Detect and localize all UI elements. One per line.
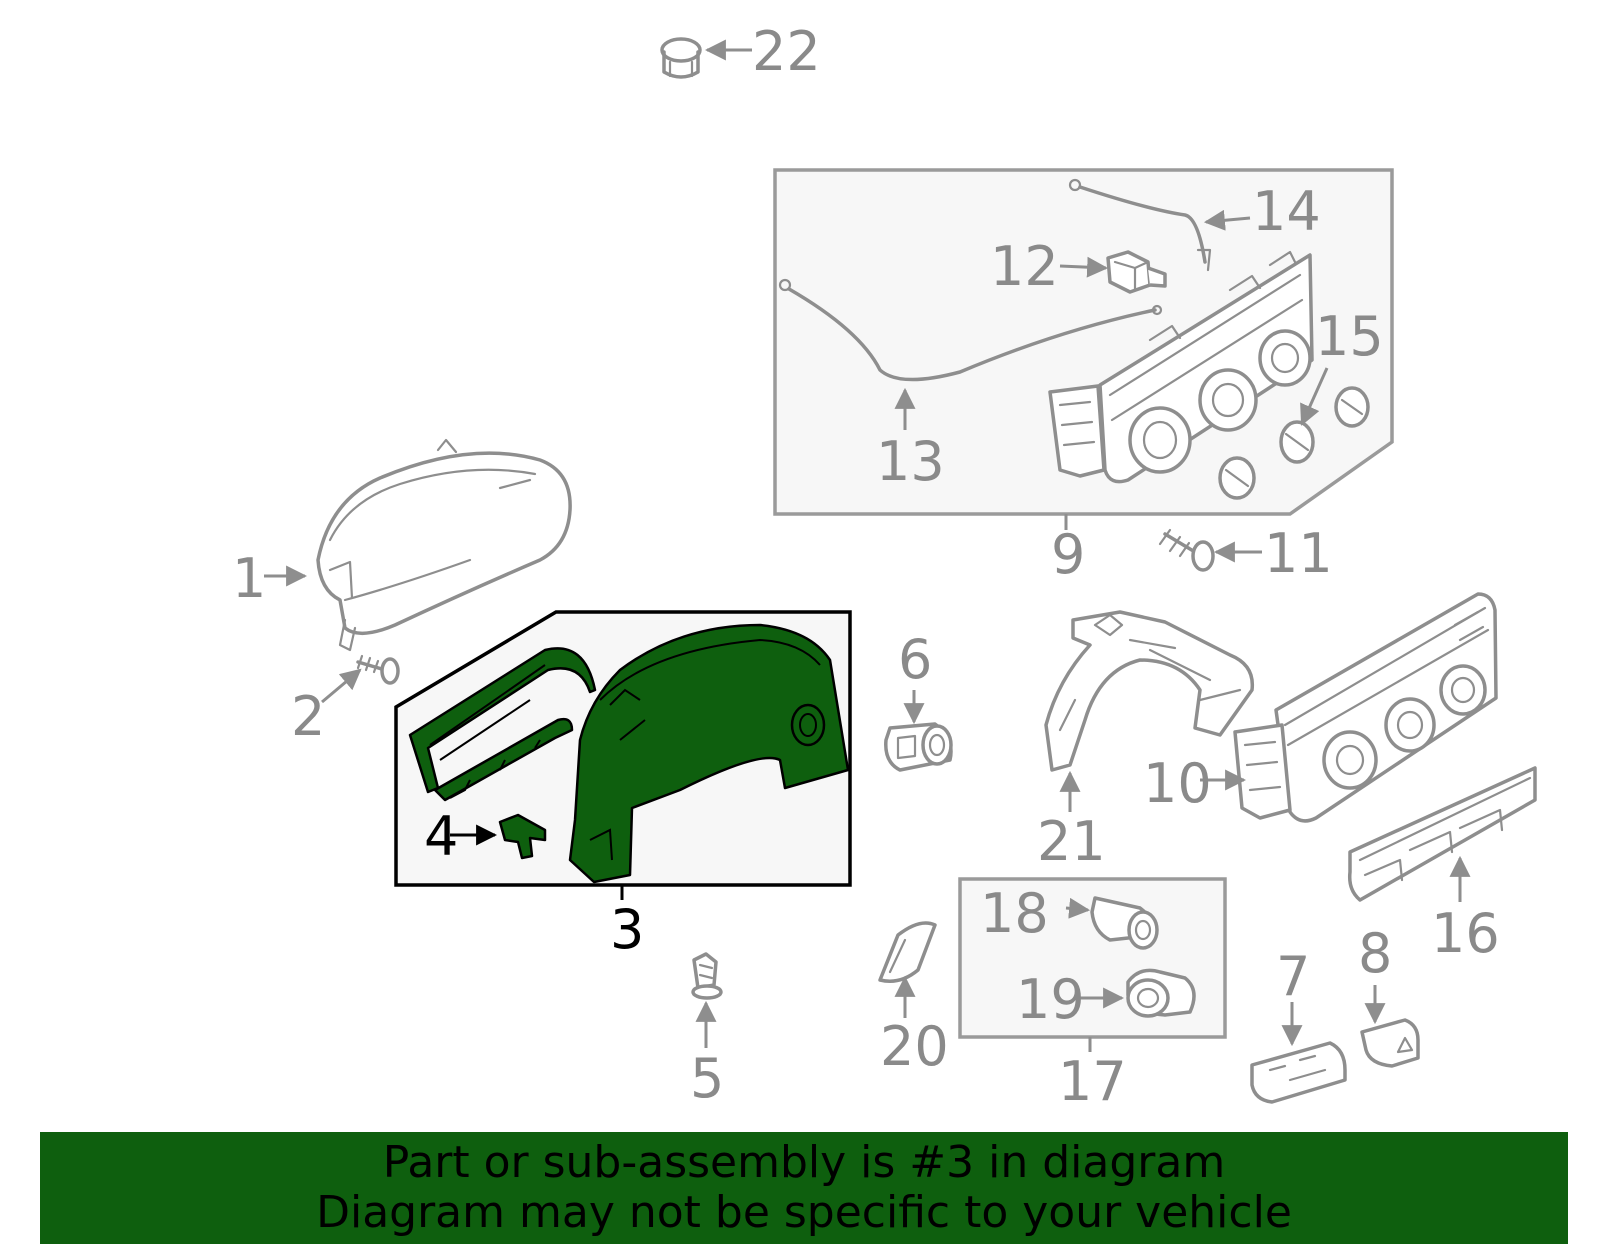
callout-7: 7: [1276, 945, 1310, 1008]
part-3-trim-upper[interactable]: [408, 647, 597, 794]
part-10-climate-control-module[interactable]: [1233, 592, 1498, 823]
callout-3: 3: [610, 898, 644, 961]
callout-4: 4: [424, 805, 458, 868]
arrow-14: [1203, 209, 1251, 231]
part-16-switch-panel[interactable]: [1347, 766, 1537, 902]
part-22-grommet[interactable]: [660, 37, 702, 79]
climate-control-panel[interactable]: [1048, 250, 1314, 484]
callout-9: 9: [1051, 523, 1085, 586]
part-21-bracket[interactable]: [1044, 610, 1255, 772]
callout-6: 6: [898, 628, 932, 691]
arrow-15: [1300, 367, 1329, 426]
info-banner: Part or sub-assembly is #3 in diagram Di…: [40, 1132, 1568, 1244]
part-13-cable[interactable]: [778, 278, 1163, 382]
banner-line-part-info: Part or sub-assembly is #3 in diagram: [382, 1137, 1226, 1188]
arrow-12: [1059, 256, 1109, 278]
part-8-hazard-switch[interactable]: [1360, 1018, 1420, 1068]
callout-17: 17: [1058, 1050, 1127, 1113]
callout-11: 11: [1264, 522, 1333, 585]
callout-2: 2: [291, 685, 325, 748]
callout-13: 13: [876, 430, 945, 493]
part-20-cover[interactable]: [878, 921, 937, 983]
callout-19: 19: [1016, 968, 1085, 1031]
callout-14: 14: [1252, 180, 1321, 243]
callout-20: 20: [880, 1015, 949, 1078]
part-11-screw[interactable]: [1158, 528, 1215, 572]
callout-21: 21: [1037, 810, 1106, 873]
arrow-2: [321, 668, 362, 704]
part-19-outlet-cover[interactable]: [1126, 968, 1196, 1018]
part-6-switch[interactable]: [884, 722, 953, 772]
part-14-cable[interactable]: [1068, 178, 1212, 272]
callout-12: 12: [990, 235, 1059, 298]
part-12-sensor[interactable]: [1106, 250, 1167, 294]
banner-line-disclaimer: Diagram may not be specific to your vehi…: [316, 1187, 1292, 1238]
part-3-cluster-bezel[interactable]: [568, 623, 850, 884]
callout-10: 10: [1143, 752, 1212, 815]
part-5-push-pin[interactable]: [691, 952, 723, 1000]
part-2-screw[interactable]: [356, 654, 400, 685]
callout-15: 15: [1315, 305, 1384, 368]
arrow-18: [1065, 897, 1091, 919]
part-18-power-socket[interactable]: [1090, 896, 1159, 950]
part-7-switch[interactable]: [1250, 1041, 1347, 1104]
callout-18: 18: [980, 882, 1049, 945]
part-1-instrument-cluster[interactable]: [316, 438, 572, 652]
callout-16: 16: [1431, 902, 1500, 965]
part-3-trim-lower[interactable]: [433, 717, 574, 802]
callout-22: 22: [752, 20, 821, 83]
part-4-clip[interactable]: [498, 813, 547, 860]
callout-5: 5: [690, 1047, 724, 1110]
part-15-knobs[interactable]: [1218, 386, 1370, 500]
callout-8: 8: [1358, 922, 1392, 985]
callout-1: 1: [232, 547, 266, 610]
